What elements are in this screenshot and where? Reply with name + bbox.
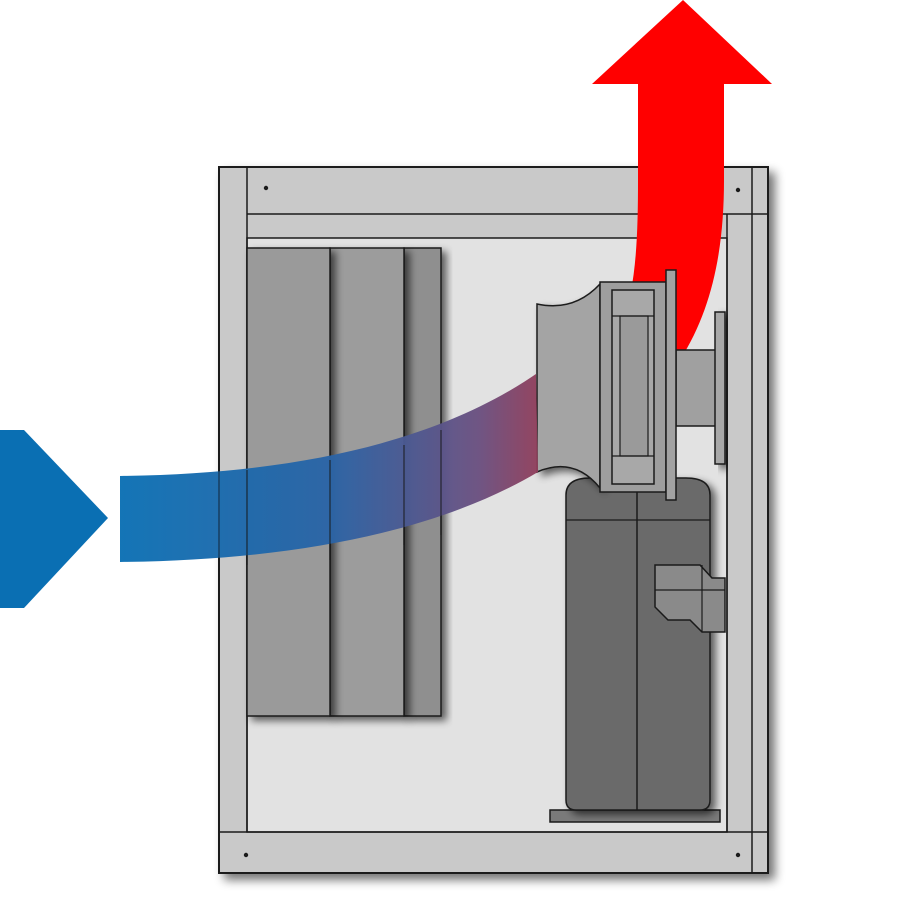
outlet-arrow-segment bbox=[638, 84, 724, 114]
fan-shaft-housing bbox=[675, 349, 717, 427]
motor-icon bbox=[549, 477, 726, 823]
outlet-air-arrow-icon bbox=[592, 0, 772, 84]
screw-bottom-left bbox=[243, 852, 249, 858]
fan-flange bbox=[665, 269, 677, 501]
fan-wheel-inner bbox=[619, 315, 649, 457]
screw-top-right bbox=[735, 187, 741, 193]
inlet-air-arrow-icon bbox=[0, 430, 108, 608]
blower-fan-icon bbox=[536, 269, 726, 501]
airflow-path-icon bbox=[120, 374, 538, 562]
motor-junction-box bbox=[654, 564, 726, 633]
screw-bottom-right bbox=[735, 852, 741, 858]
fan-end-plate bbox=[714, 311, 726, 465]
fan-inlet-bell bbox=[536, 282, 601, 491]
screw-top-left bbox=[263, 185, 269, 191]
motor-body bbox=[565, 477, 711, 811]
motor-base bbox=[549, 809, 721, 823]
